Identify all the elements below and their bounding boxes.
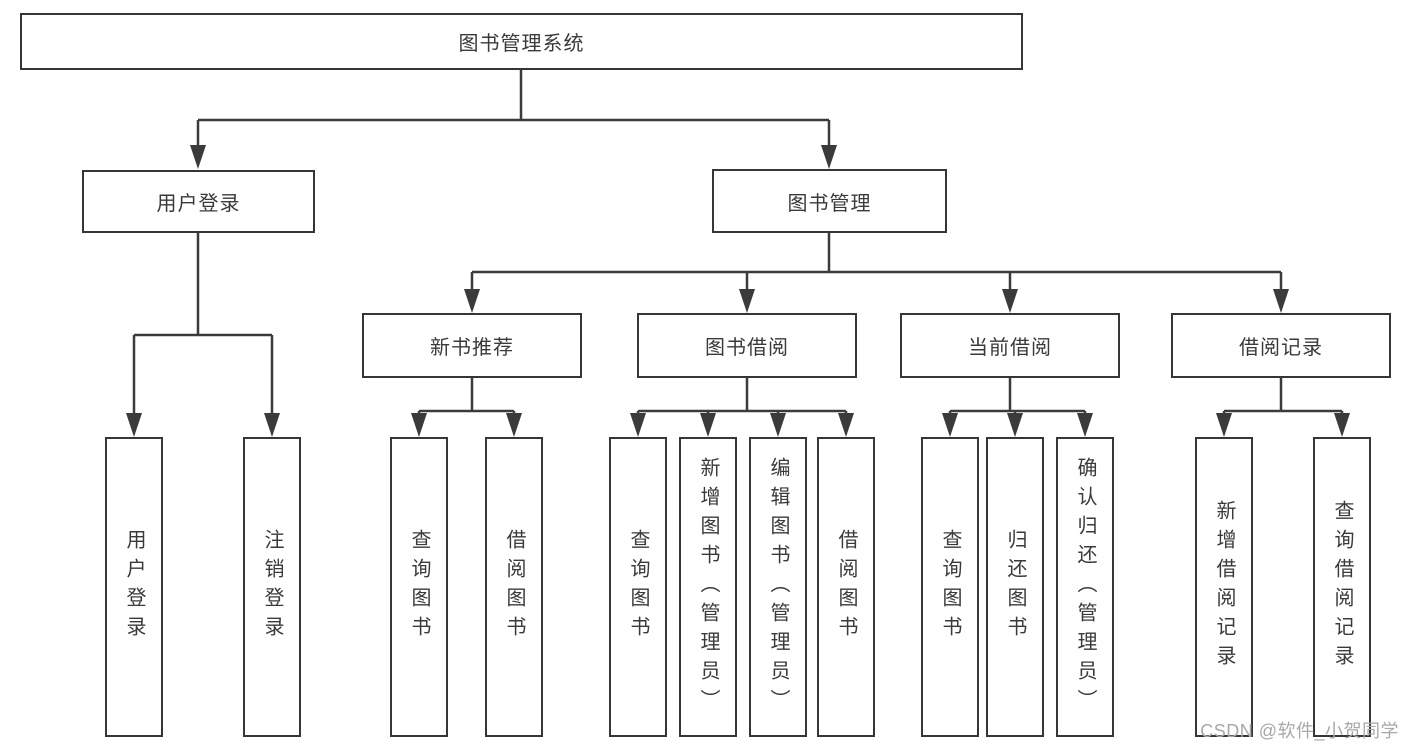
arrowhead [1273, 289, 1289, 313]
arrowhead [770, 413, 786, 437]
connector-root-to-level2 [196, 70, 831, 150]
arrowhead [1334, 413, 1350, 437]
leaf-query-books-borrowing: 查询图书 [609, 437, 667, 737]
leaf-user-login: 用户登录 [105, 437, 163, 737]
node-new-book-recommend: 新书推荐 [362, 313, 582, 378]
arrowhead [464, 289, 480, 313]
arrowhead [190, 145, 206, 169]
connector-borrowing-to-leaves [636, 378, 848, 418]
arrowhead [739, 289, 755, 313]
arrowhead [838, 413, 854, 437]
node-library-management-system: 图书管理系统 [20, 13, 1023, 70]
node-book-borrowing: 图书借阅 [637, 313, 857, 378]
connector-userlogin-to-leaves [132, 233, 274, 418]
node-user-login: 用户登录 [82, 170, 315, 233]
arrowhead [506, 413, 522, 437]
leaf-return-books: 归还图书 [986, 437, 1044, 737]
connector-bookmgmt-to-level3 [470, 233, 1283, 292]
node-current-borrowing: 当前借阅 [900, 313, 1120, 378]
leaf-borrow-books-recommend: 借阅图书 [485, 437, 543, 737]
arrowhead [1002, 289, 1018, 313]
arrowhead [411, 413, 427, 437]
arrowhead [264, 413, 280, 437]
leaf-query-books-current: 查询图书 [921, 437, 979, 737]
arrowhead [821, 145, 837, 169]
arrowhead [942, 413, 958, 437]
leaf-borrow-books: 借阅图书 [817, 437, 875, 737]
arrowheads [126, 145, 1350, 437]
arrowhead [1216, 413, 1232, 437]
arrowhead [630, 413, 646, 437]
connector-records-to-leaves [1222, 378, 1344, 418]
node-book-management: 图书管理 [712, 169, 947, 233]
leaf-confirm-return-admin: 确认归还（管理员） [1056, 437, 1114, 737]
arrowhead [1007, 413, 1023, 437]
arrowhead [126, 413, 142, 437]
leaf-logout: 注销登录 [243, 437, 301, 737]
leaf-add-books-admin: 新增图书（管理员） [679, 437, 737, 737]
leaf-query-books-recommend: 查询图书 [390, 437, 448, 737]
arrowhead [1077, 413, 1093, 437]
connector-current-to-leaves [948, 378, 1087, 418]
node-borrowing-records: 借阅记录 [1171, 313, 1391, 378]
leaf-add-borrow-record: 新增借阅记录 [1195, 437, 1253, 737]
leaf-query-borrow-record: 查询借阅记录 [1313, 437, 1371, 737]
arrowhead [700, 413, 716, 437]
watermark: CSDN @软件_小贺同学 [1200, 721, 1399, 741]
leaf-edit-books-admin: 编辑图书（管理员） [749, 437, 807, 737]
connector-recommend-to-leaves [417, 378, 516, 418]
